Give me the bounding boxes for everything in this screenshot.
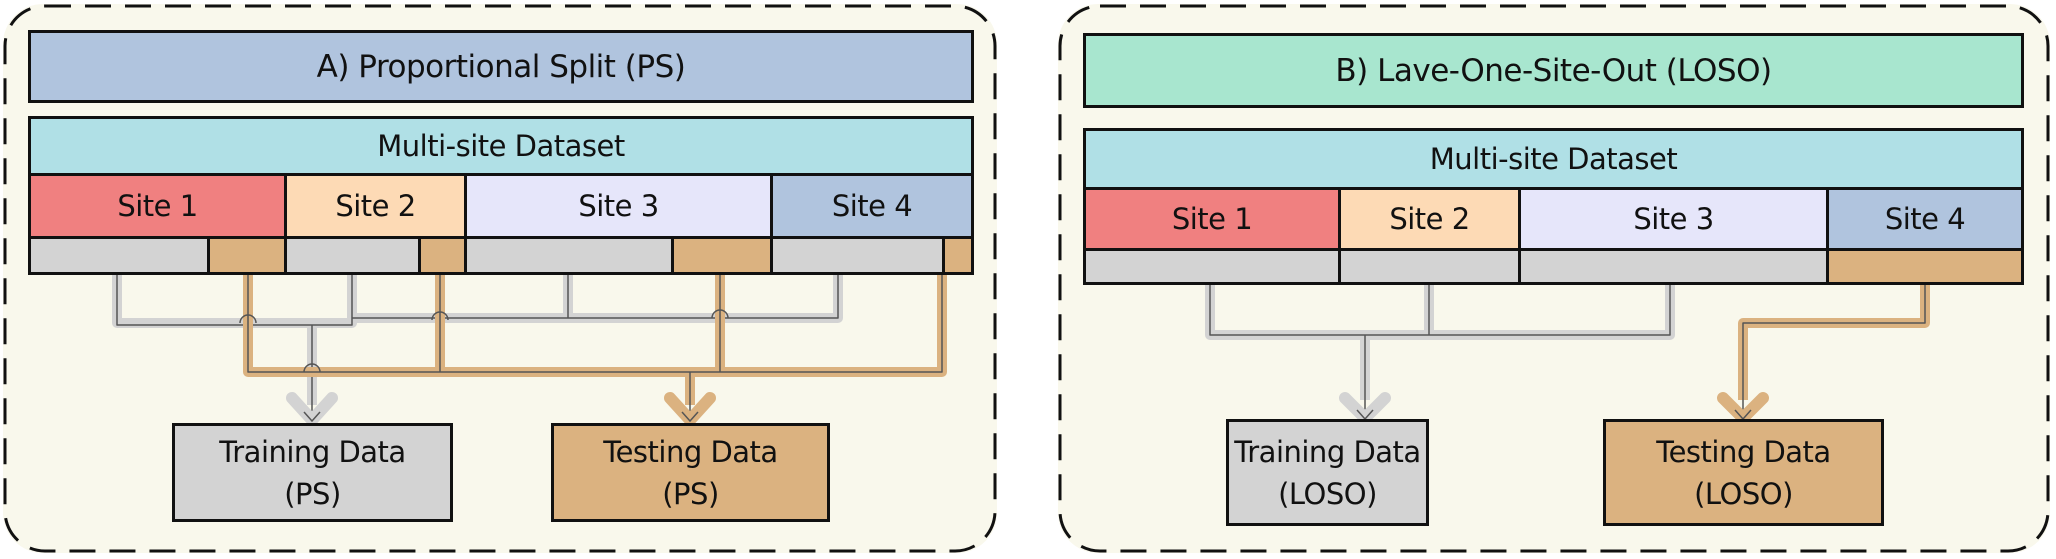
- testing-data-label: Testing Data: [603, 434, 778, 469]
- panel-a-site-3-test-part: [671, 236, 773, 275]
- panel-a-testing-data-box: Testing Data (PS): [551, 423, 830, 522]
- panel-b-site-4-test-part: [1826, 248, 2024, 285]
- panel-a-site-4: Site 4: [770, 173, 974, 239]
- panel-b-site-1: Site 1: [1083, 187, 1341, 251]
- panel-b-site-4: Site 4: [1826, 187, 2024, 251]
- testing-data-sublabel: (LOSO): [1694, 476, 1793, 511]
- panel-a-site-1: Site 1: [28, 173, 287, 239]
- panel-a-site-2-test-part: [418, 236, 467, 275]
- site-label: Site 3: [578, 189, 659, 223]
- panel-b-site-2-train-part: [1338, 248, 1521, 285]
- panel-b-title: B) Lave-One-Site-Out (LOSO): [1083, 33, 2024, 108]
- testing-data-label: Testing Data: [1656, 434, 1831, 469]
- site-label: Site 2: [1389, 202, 1470, 236]
- panel-b-dataset-header: Multi-site Dataset: [1083, 128, 2024, 190]
- panel-b-training-data-box: Training Data (LOSO): [1226, 419, 1429, 526]
- panel-b-site-1-train-part: [1083, 248, 1341, 285]
- panel-a-site-3-train-part: [464, 236, 674, 275]
- panel-a-site-3: Site 3: [464, 173, 773, 239]
- panel-a-site-2: Site 2: [284, 173, 467, 239]
- training-data-sublabel: (PS): [284, 476, 341, 511]
- panel-a-dataset-header: Multi-site Dataset: [28, 116, 974, 176]
- panel-a-site-4-train-part: [770, 236, 945, 275]
- panel-b-site-3-train-part: [1518, 248, 1829, 285]
- site-label: Site 4: [1884, 202, 1966, 236]
- site-label: Site 1: [117, 189, 198, 223]
- panel-b-testing-data-box: Testing Data (LOSO): [1603, 419, 1884, 526]
- site-label: Site 1: [1171, 202, 1253, 236]
- training-data-label: Training Data: [1234, 434, 1421, 469]
- panel-a-site-1-train-part: [28, 236, 210, 275]
- panel-a-site-2-train-part: [284, 236, 421, 275]
- training-data-sublabel: (LOSO): [1278, 476, 1377, 511]
- site-label: Site 4: [831, 189, 913, 223]
- panel-a-site-4-test-part: [942, 236, 974, 275]
- panel-b-site-3: Site 3: [1518, 187, 1829, 251]
- panel-a-dataset-header-text: Multi-site Dataset: [377, 129, 625, 163]
- site-label: Site 3: [1633, 202, 1714, 236]
- panel-b-dataset-header-text: Multi-site Dataset: [1429, 142, 1678, 176]
- testing-data-sublabel: (PS): [662, 476, 719, 511]
- panel-a-site-1-test-part: [207, 236, 287, 275]
- training-data-label: Training Data: [219, 434, 406, 469]
- panel-a-title-text: A) Proportional Split (PS): [316, 48, 686, 85]
- panel-b-site-2: Site 2: [1338, 187, 1521, 251]
- panel-a-title: A) Proportional Split (PS): [28, 30, 974, 103]
- panel-b-title-text: B) Lave-One-Site-Out (LOSO): [1335, 52, 1772, 89]
- panel-a-training-data-box: Training Data (PS): [172, 423, 453, 522]
- site-label: Site 2: [335, 189, 416, 223]
